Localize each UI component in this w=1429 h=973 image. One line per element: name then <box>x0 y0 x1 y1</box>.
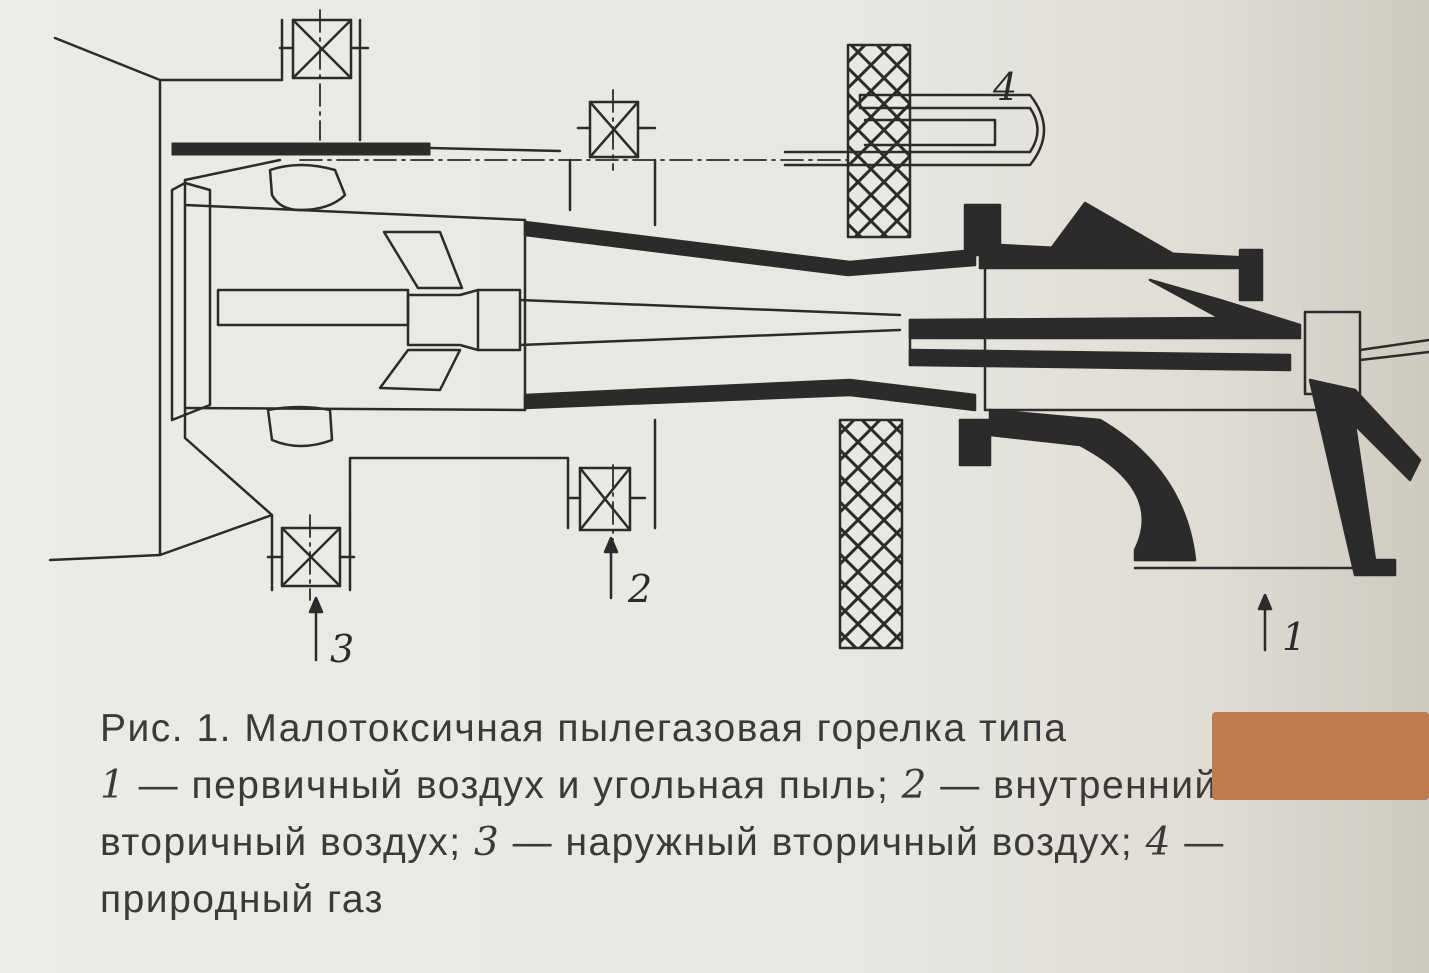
burner-housing <box>908 201 1422 577</box>
wall-brick-top <box>846 43 912 239</box>
legend-num-2: 2 <box>901 763 928 808</box>
redaction-patch <box>1212 712 1429 800</box>
caption-legend-line-3: природный газ <box>100 871 1410 928</box>
inner-swirler-box-top <box>576 100 657 159</box>
nozzle-lip <box>170 181 212 422</box>
label-1: 1 <box>1282 615 1306 659</box>
outer-swirler-box-top <box>278 18 370 80</box>
legend-text-3: — наружный вторичный воздух; <box>500 821 1146 864</box>
central-pipe <box>216 230 902 392</box>
label-4: 4 <box>992 65 1017 109</box>
legend-text-2b: вторичный воздух; <box>100 821 474 864</box>
rear-piping <box>908 263 1429 570</box>
label-3: 3 <box>330 627 354 671</box>
wall-brick-bottom <box>838 418 904 650</box>
legend-num-4: 4 <box>1145 820 1172 865</box>
outer-swirler-box-bottom <box>266 526 356 588</box>
top-rail <box>171 142 562 156</box>
caption-legend-line-2: вторичный воздух; 3 — наружный вторичный… <box>100 814 1410 871</box>
secondary-air-channel <box>183 163 527 448</box>
legend-text-1: — первичный воздух и угольная пыль; <box>126 764 902 807</box>
center-lines <box>299 9 901 601</box>
inner-swirler-box-bottom <box>566 466 647 532</box>
coal-dust-channel <box>523 220 977 412</box>
legend-num-3: 3 <box>473 820 501 865</box>
flow-arrows <box>308 536 1273 662</box>
legend-text-4: — <box>1171 821 1225 864</box>
legend-num-1: 1 <box>100 763 127 808</box>
gas-pipe-ubend <box>783 93 1046 167</box>
figure-caption: Рис. 1. Малотоксичная пылегазовая горелк… <box>100 700 1410 928</box>
caption-legend-line-1: 1 — первичный воздух и угольная пыль; 2 … <box>100 757 1410 814</box>
label-2: 2 <box>627 567 652 611</box>
legend-text-2: — внутренний <box>927 764 1218 807</box>
caption-title: Рис. 1. Малотоксичная пылегазовая горелк… <box>100 707 1068 750</box>
casing-outline <box>48 18 657 592</box>
legend-text-4b: природный газ <box>100 878 385 921</box>
